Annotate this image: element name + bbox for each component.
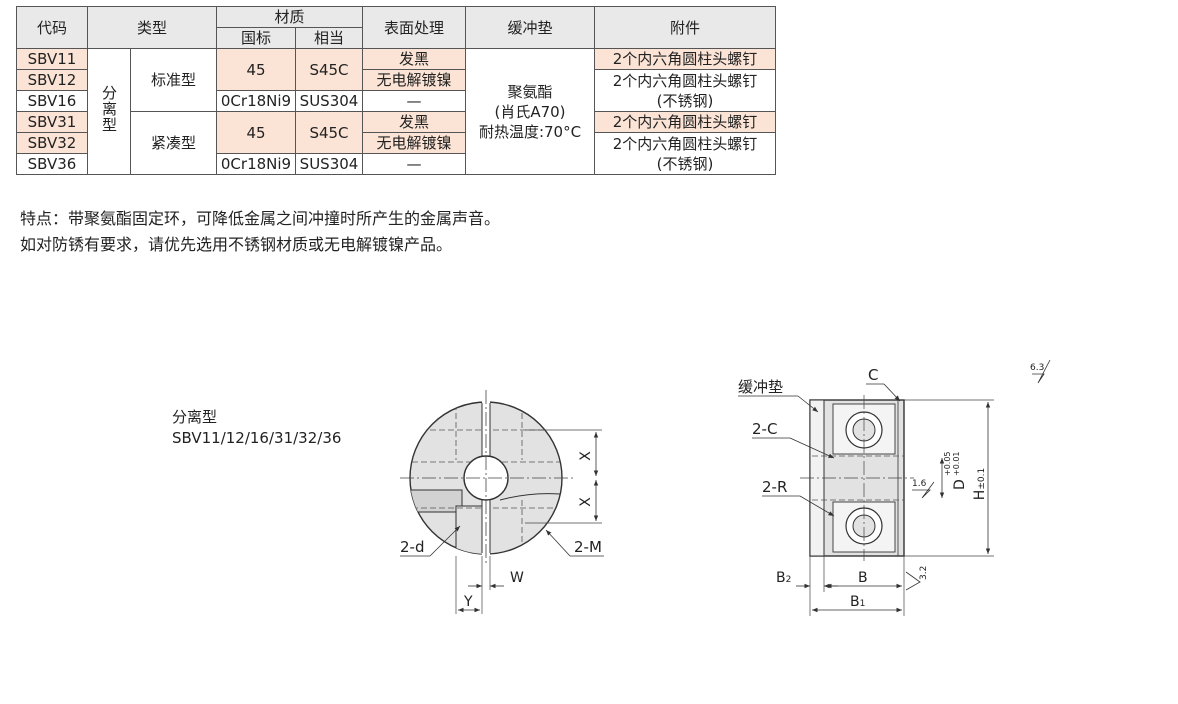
label-c: C — [868, 366, 878, 384]
spec-table: 代码 类型 材质 表面处理 缓冲垫 附件 国标 相当 SBV11 分离型 标准型… — [16, 6, 776, 175]
accessory-line: 2个内六角圆柱头螺钉 — [612, 134, 758, 153]
dim-d-tol-low: +0.01 — [952, 451, 961, 476]
dim-d-label: D — [952, 479, 968, 490]
type-main-label: 分离型 — [100, 85, 118, 133]
accessory-cell: 2个内六角圆柱头螺钉 (不锈钢) — [594, 132, 776, 175]
label-2d: 2-d — [400, 538, 424, 556]
note-line: 特点：带聚氨酯固定环，可降低金属之间冲撞时所产生的金属声音。 — [20, 209, 501, 228]
dim-b2: B2 — [776, 570, 791, 586]
code-cell: SBV31 — [16, 111, 88, 133]
dim-w: W — [510, 570, 524, 586]
type-main-cell: 分离型 — [87, 48, 131, 175]
note-line: 如对防锈有要求，请优先选用不锈钢材质或无电解镀镍产品。 — [20, 235, 453, 254]
cushion-cell: 聚氨酯 (肖氏A70) 耐热温度:70°C — [465, 48, 595, 175]
surface-cell: 发黑 — [362, 111, 466, 133]
dim-b1-sub: 1 — [860, 599, 866, 609]
dim-y: Y — [463, 594, 473, 610]
dim-x-upper: X — [578, 451, 594, 461]
dim-h: H±0.1 — [972, 468, 988, 500]
side-view: 缓冲垫 C 2-C 2-R H±0.1 D +0.05 +0.01 1.6 B — [738, 366, 994, 616]
dim-d-tol-up: +0.05 — [943, 451, 952, 476]
header-surface: 表面处理 — [362, 6, 466, 49]
label-2c: 2-C — [752, 420, 777, 438]
drawing-type-label: 分离型 — [172, 408, 218, 426]
dim-h-label: H — [972, 490, 988, 501]
code-cell: SBV12 — [16, 69, 88, 91]
surface-cell: 无电解镀镍 — [362, 69, 466, 91]
label-2r: 2-R — [762, 478, 787, 496]
dim-b1: B1 — [850, 594, 865, 610]
mat-equiv-cell: SUS304 — [295, 153, 363, 175]
mat-gb-cell: 45 — [216, 48, 296, 91]
header-mat-gb: 国标 — [216, 27, 296, 49]
accessory-cell: 2个内六角圆柱头螺钉 (不锈钢) — [594, 69, 776, 112]
rough-inner: 1.6 — [912, 479, 927, 489]
dim-b1-label: B — [850, 594, 860, 610]
dim-b2-sub: 2 — [786, 575, 792, 585]
rough-general-symbol — [1032, 359, 1051, 384]
rough-general: 6.3 — [1030, 363, 1044, 373]
surface-cell: — — [362, 153, 466, 175]
subtype-compact-cell: 紧凑型 — [130, 111, 217, 175]
header-cushion: 缓冲垫 — [465, 6, 595, 49]
cushion-line: (肖氏A70) — [494, 102, 566, 121]
cushion-line: 聚氨酯 — [507, 82, 553, 101]
drawing-models-label: SBV11/12/16/31/32/36 — [172, 429, 342, 447]
accessory-cell: 2个内六角圆柱头螺钉 — [594, 111, 776, 133]
code-cell: SBV36 — [16, 153, 88, 175]
dim-h-tol: ±0.1 — [977, 468, 987, 490]
code-cell: SBV11 — [16, 48, 88, 70]
label-cushion: 缓冲垫 — [738, 378, 783, 396]
rough-side-symbol — [905, 571, 921, 591]
accessory-cell: 2个内六角圆柱头螺钉 — [594, 48, 776, 70]
accessory-line: (不锈钢) — [656, 91, 714, 110]
rough-inner-symbol — [912, 481, 935, 499]
notes: 特点：带聚氨酯固定环，可降低金属之间冲撞时所产生的金属声音。 如对防锈有要求，请… — [20, 206, 500, 258]
dim-x-lower: X — [578, 497, 594, 507]
dim-b: B — [858, 570, 868, 586]
header-code: 代码 — [16, 6, 88, 49]
label-2m: 2-M — [574, 538, 602, 556]
code-cell: SBV32 — [16, 132, 88, 154]
accessory-line: 2个内六角圆柱头螺钉 — [612, 71, 758, 90]
drawing-title: 分离型 SBV11/12/16/31/32/36 — [172, 407, 341, 449]
front-view: X X 2-d 2-M W Y — [400, 390, 604, 614]
rough-side: 3.2 — [919, 566, 929, 580]
header-accessory: 附件 — [594, 6, 776, 49]
mat-gb-cell: 0Cr18Ni9 — [216, 153, 296, 175]
cushion-line: 耐热温度:70°C — [478, 122, 582, 141]
header-material: 材质 — [216, 6, 363, 28]
accessory-line: (不锈钢) — [656, 154, 714, 173]
dim-b2-label: B — [776, 570, 786, 586]
